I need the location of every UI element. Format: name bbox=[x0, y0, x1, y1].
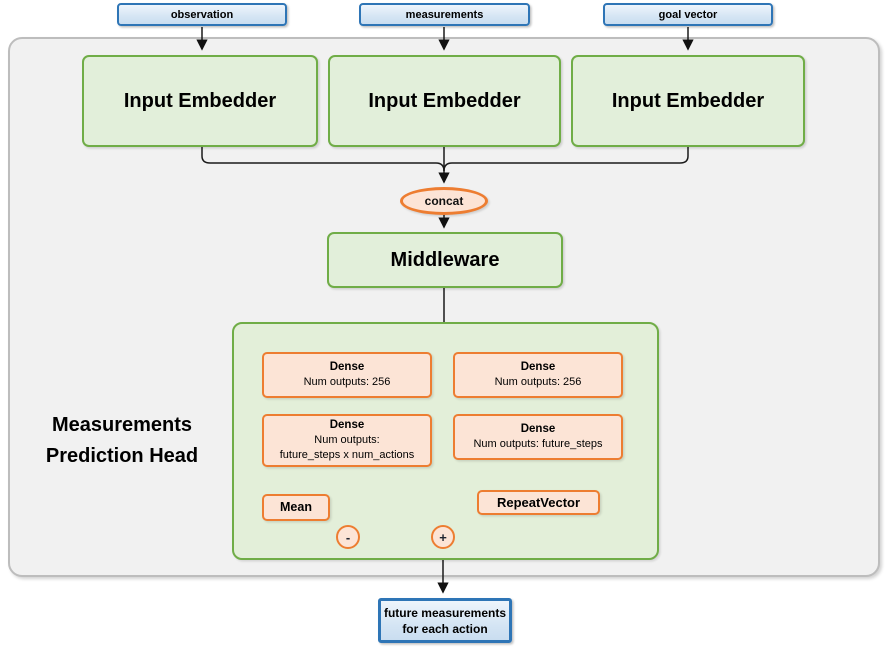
prediction-head-title-line2: Prediction Head bbox=[45, 445, 199, 467]
input-node-measurements: measurements bbox=[359, 3, 530, 26]
input-embedder-1-label: Input Embedder bbox=[123, 89, 277, 112]
dense-left-1-title: Dense bbox=[329, 361, 365, 373]
subtract-op-node: - bbox=[336, 525, 360, 549]
middleware-label: Middleware bbox=[390, 248, 500, 271]
dense-left-1: Dense Num outputs: 256 bbox=[262, 352, 432, 398]
middleware-node: Middleware bbox=[327, 232, 563, 288]
dense-right-2-title: Dense bbox=[520, 423, 556, 435]
mean-label: Mean bbox=[280, 500, 312, 514]
observation-label: observation bbox=[170, 8, 234, 21]
subtract-op-label: - bbox=[345, 529, 351, 545]
measurements-label: measurements bbox=[405, 8, 484, 21]
concat-node: concat bbox=[400, 187, 488, 215]
add-op-node: + bbox=[431, 525, 455, 549]
dense-right-2-subtitle: Num outputs: future_steps bbox=[473, 438, 603, 450]
input-embedder-2-label: Input Embedder bbox=[368, 89, 521, 112]
input-embedder-3: Input Embedder bbox=[571, 55, 805, 147]
dense-left-2-title: Dense bbox=[329, 419, 365, 431]
dense-left-1-subtitle: Num outputs: 256 bbox=[303, 376, 391, 388]
output-node: future measurements for each action bbox=[378, 598, 512, 643]
add-op-label: + bbox=[439, 529, 447, 545]
repeat-vector-label: RepeatVector bbox=[496, 495, 581, 510]
prediction-head-title-line1: Measurements bbox=[51, 414, 193, 436]
dense-right-1-title: Dense bbox=[520, 361, 556, 373]
dense-right-1-subtitle: Num outputs: 256 bbox=[494, 376, 582, 388]
dense-left-2-subtitle1: Num outputs: bbox=[314, 434, 380, 446]
dense-left-2: Dense Num outputs: future_steps x num_ac… bbox=[262, 414, 432, 467]
dense-left-2-subtitle2: future_steps x num_actions bbox=[279, 449, 415, 461]
dense-right-2: Dense Num outputs: future_steps bbox=[453, 414, 623, 460]
goal-vector-label: goal vector bbox=[658, 8, 718, 21]
input-embedder-1: Input Embedder bbox=[82, 55, 318, 147]
mean-node: Mean bbox=[262, 494, 330, 521]
input-embedder-3-label: Input Embedder bbox=[611, 89, 765, 112]
input-node-observation: observation bbox=[117, 3, 287, 26]
prediction-head-title: Measurements Prediction Head bbox=[16, 410, 228, 472]
input-node-goal-vector: goal vector bbox=[603, 3, 773, 26]
concat-label: concat bbox=[424, 194, 464, 208]
output-label-line1: future measurements bbox=[383, 605, 507, 620]
input-embedder-2: Input Embedder bbox=[328, 55, 561, 147]
dense-right-1: Dense Num outputs: 256 bbox=[453, 352, 623, 398]
output-label-line2: for each action bbox=[402, 621, 488, 636]
repeat-vector-node: RepeatVector bbox=[477, 490, 600, 515]
